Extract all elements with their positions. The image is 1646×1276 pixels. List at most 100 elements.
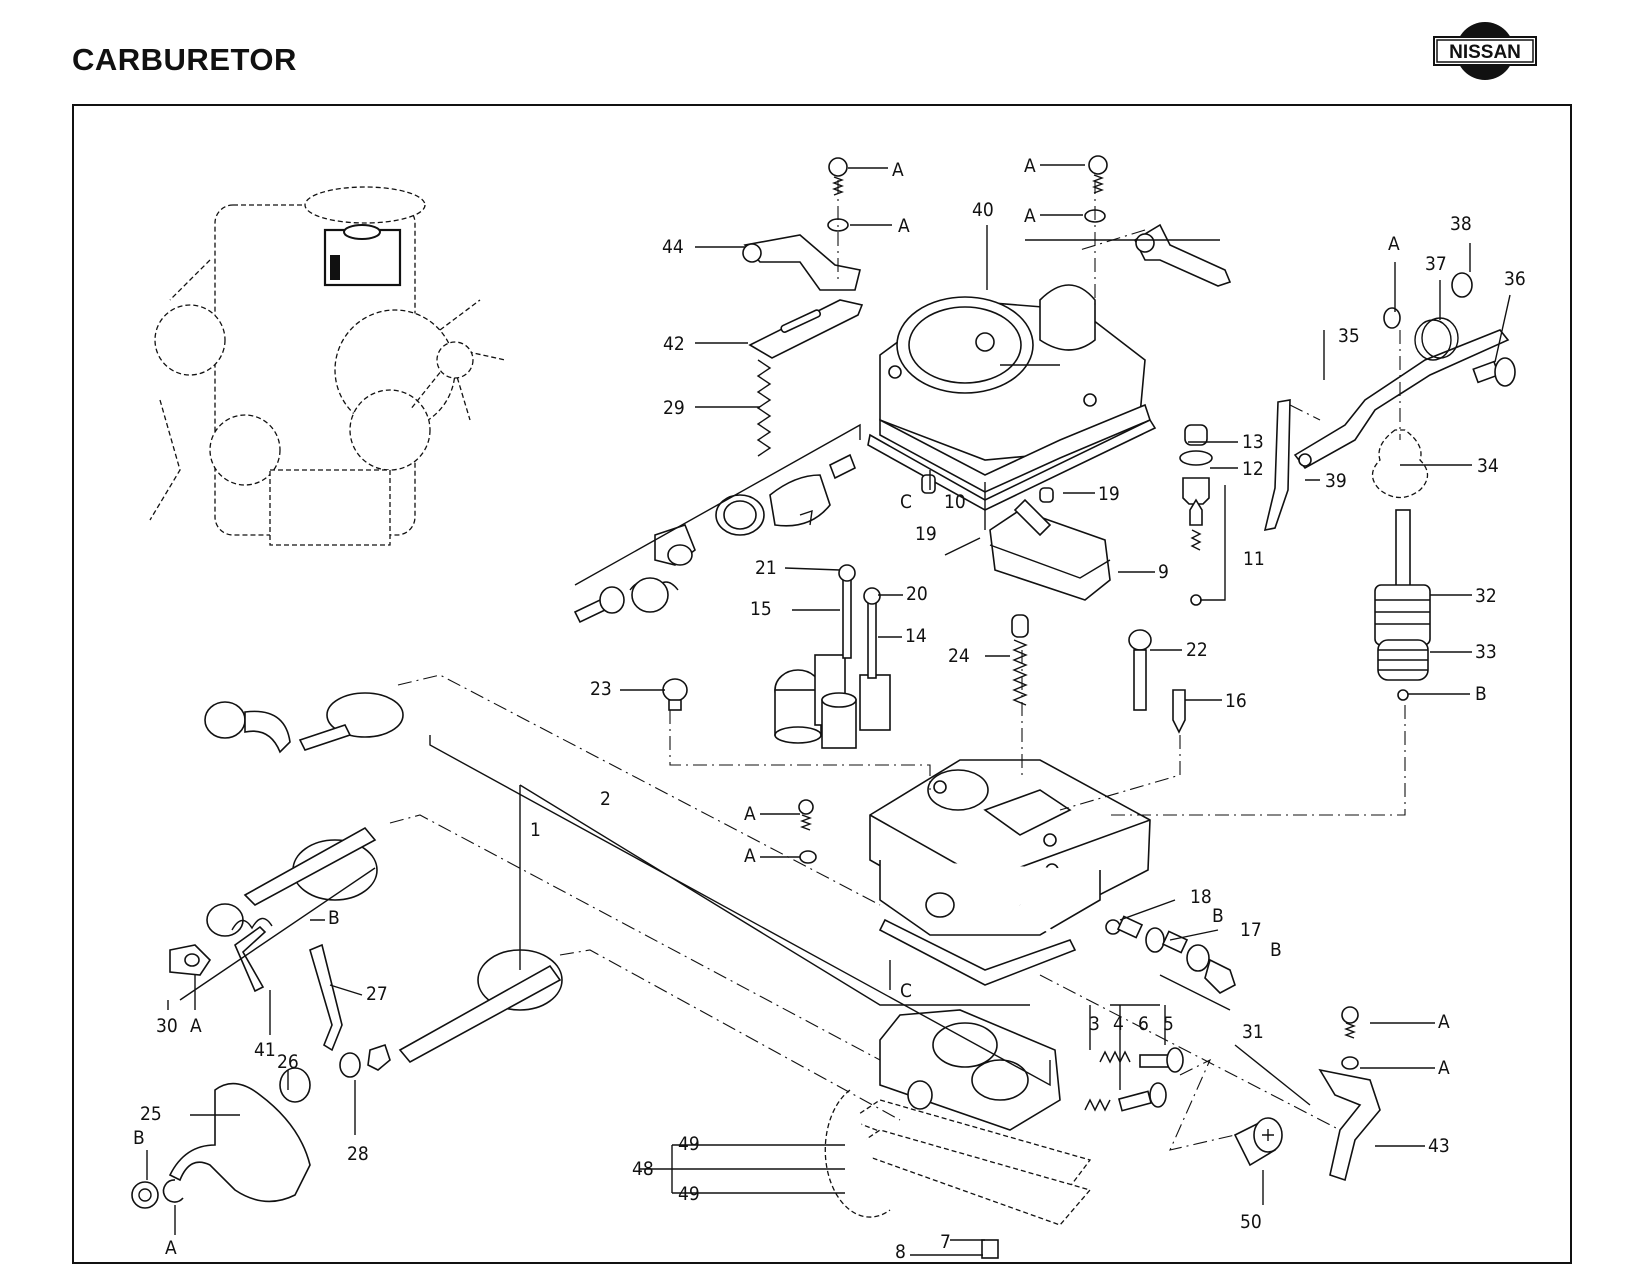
part-16-needle bbox=[1172, 689, 1186, 734]
callout-7: 7 bbox=[940, 1231, 951, 1253]
callout-1: 1 bbox=[530, 819, 541, 841]
callout-2: 2 bbox=[600, 788, 611, 810]
marker-b-jet-upper: B bbox=[1212, 905, 1224, 927]
choke-linkage-parts bbox=[573, 453, 857, 624]
callout-6: 6 bbox=[1138, 1013, 1149, 1035]
callout-labels: 1 2 3 4 5 6 7 8 9 10 11 12 13 14 15 16 1… bbox=[140, 199, 1526, 1263]
choke-arm bbox=[1133, 223, 1232, 287]
part-10-pin bbox=[944, 537, 981, 556]
marker-b-jet-lower: B bbox=[1270, 939, 1282, 961]
part-29-spring bbox=[756, 359, 772, 457]
callout-4: 4 bbox=[1113, 1013, 1124, 1035]
callout-19-left: 19 bbox=[915, 523, 937, 545]
part-22-screw bbox=[1128, 629, 1152, 711]
part-42-plate bbox=[748, 299, 864, 359]
label-arrows bbox=[146, 164, 1511, 1256]
callout-15: 15 bbox=[750, 598, 772, 620]
callout-23: 23 bbox=[590, 678, 612, 700]
marker-a-bracket-screw: A bbox=[1438, 1011, 1450, 1033]
marker-a-mid-washer: A bbox=[744, 845, 756, 867]
marker-a-top-screw: A bbox=[892, 159, 904, 181]
callout-14: 14 bbox=[905, 625, 927, 647]
callout-27: 27 bbox=[366, 983, 388, 1005]
callout-13: 13 bbox=[1242, 431, 1264, 453]
part-11-needle-valve bbox=[1179, 424, 1213, 606]
callout-29: 29 bbox=[663, 397, 685, 419]
marker-a-bottom: A bbox=[165, 1237, 177, 1259]
marker-b-ball: B bbox=[1475, 683, 1487, 705]
part-35-lever bbox=[1293, 329, 1510, 470]
engine-overview-illustration bbox=[149, 186, 506, 546]
marker-a-right-screw: A bbox=[1024, 155, 1036, 177]
gasket-c-lower bbox=[878, 918, 1077, 986]
callout-44: 44 bbox=[662, 236, 684, 258]
marker-c-lower-gasket: C bbox=[900, 980, 912, 1002]
callout-34: 34 bbox=[1477, 455, 1499, 477]
screw-a-top-right bbox=[1084, 155, 1108, 223]
leader-lines bbox=[179, 239, 1311, 1194]
callout-16: 16 bbox=[1225, 690, 1247, 712]
callout-9: 9 bbox=[1158, 561, 1169, 583]
part-32-piston bbox=[1374, 509, 1431, 646]
throttle-body-base bbox=[824, 1009, 1092, 1259]
ball-b bbox=[1397, 689, 1409, 701]
callout-18: 18 bbox=[1190, 886, 1212, 908]
callout-22: 22 bbox=[1186, 639, 1208, 661]
callout-24: 24 bbox=[948, 645, 970, 667]
part-34-boot bbox=[1371, 429, 1429, 499]
washer-a-right bbox=[1383, 307, 1401, 329]
part-19-plugs bbox=[921, 474, 1054, 503]
carburetor-main-body bbox=[869, 759, 1151, 947]
marker-a-top-washer: A bbox=[898, 215, 910, 237]
diagram-frame bbox=[72, 104, 1572, 1264]
screw-a-mid bbox=[798, 799, 817, 864]
callout-17: 17 bbox=[1240, 919, 1262, 941]
part-24-adjust-screw bbox=[1011, 614, 1029, 706]
callout-36: 36 bbox=[1504, 268, 1526, 290]
callout-41: 41 bbox=[254, 1039, 276, 1061]
part-43-bracket bbox=[1318, 1006, 1381, 1182]
part-44-bracket bbox=[742, 234, 861, 291]
callout-49-upper: 49 bbox=[678, 1133, 700, 1155]
marker-c-upper-gasket: C bbox=[900, 491, 912, 513]
callout-42: 42 bbox=[663, 333, 685, 355]
callout-20: 20 bbox=[906, 583, 928, 605]
marker-a-right-washer: A bbox=[1024, 205, 1036, 227]
jet-block bbox=[774, 564, 891, 749]
callout-11: 11 bbox=[1243, 548, 1265, 570]
marker-a-lever: A bbox=[1388, 233, 1400, 255]
callout-33: 33 bbox=[1475, 641, 1497, 663]
callout-12: 12 bbox=[1242, 458, 1264, 480]
callout-37: 37 bbox=[1425, 253, 1447, 275]
part-50-cap bbox=[1233, 1117, 1283, 1167]
callout-21: 21 bbox=[755, 557, 777, 579]
marker-a-bracket-washer: A bbox=[1438, 1057, 1450, 1079]
part-18-17-jets bbox=[1105, 915, 1236, 994]
alignment-lines bbox=[389, 180, 1406, 1151]
nissan-logo-text: NISSAN bbox=[1449, 42, 1521, 63]
callout-28: 28 bbox=[347, 1143, 369, 1165]
callout-31: 31 bbox=[1242, 1021, 1264, 1043]
choke-group-leader-line bbox=[574, 423, 861, 586]
choke-knob-lever bbox=[204, 692, 404, 754]
letter-markers: A A A A A A A A A A A B B B B B C C bbox=[133, 155, 1487, 1259]
marker-a-left: A bbox=[190, 1015, 202, 1037]
callout-3: 3 bbox=[1089, 1013, 1100, 1035]
callout-43: 43 bbox=[1428, 1135, 1450, 1157]
callout-32: 32 bbox=[1475, 585, 1497, 607]
callout-50: 50 bbox=[1240, 1211, 1262, 1233]
marker-b-clip: B bbox=[328, 907, 340, 929]
callout-25: 25 bbox=[140, 1103, 162, 1125]
screw-a-top-left bbox=[827, 157, 849, 232]
callout-5: 5 bbox=[1163, 1013, 1174, 1035]
part-38-washer bbox=[1451, 272, 1473, 298]
part-37-spring bbox=[1414, 317, 1459, 361]
callout-30: 30 bbox=[156, 1015, 178, 1037]
marker-a-mid-screw: A bbox=[744, 803, 756, 825]
callout-40: 40 bbox=[972, 199, 994, 221]
idle-screws bbox=[1084, 1047, 1184, 1112]
callout-8: 8 bbox=[895, 1241, 906, 1263]
part-36-screw bbox=[1472, 357, 1516, 387]
page-title: CARBURETOR bbox=[72, 42, 297, 77]
callout-48: 48 bbox=[632, 1158, 654, 1180]
